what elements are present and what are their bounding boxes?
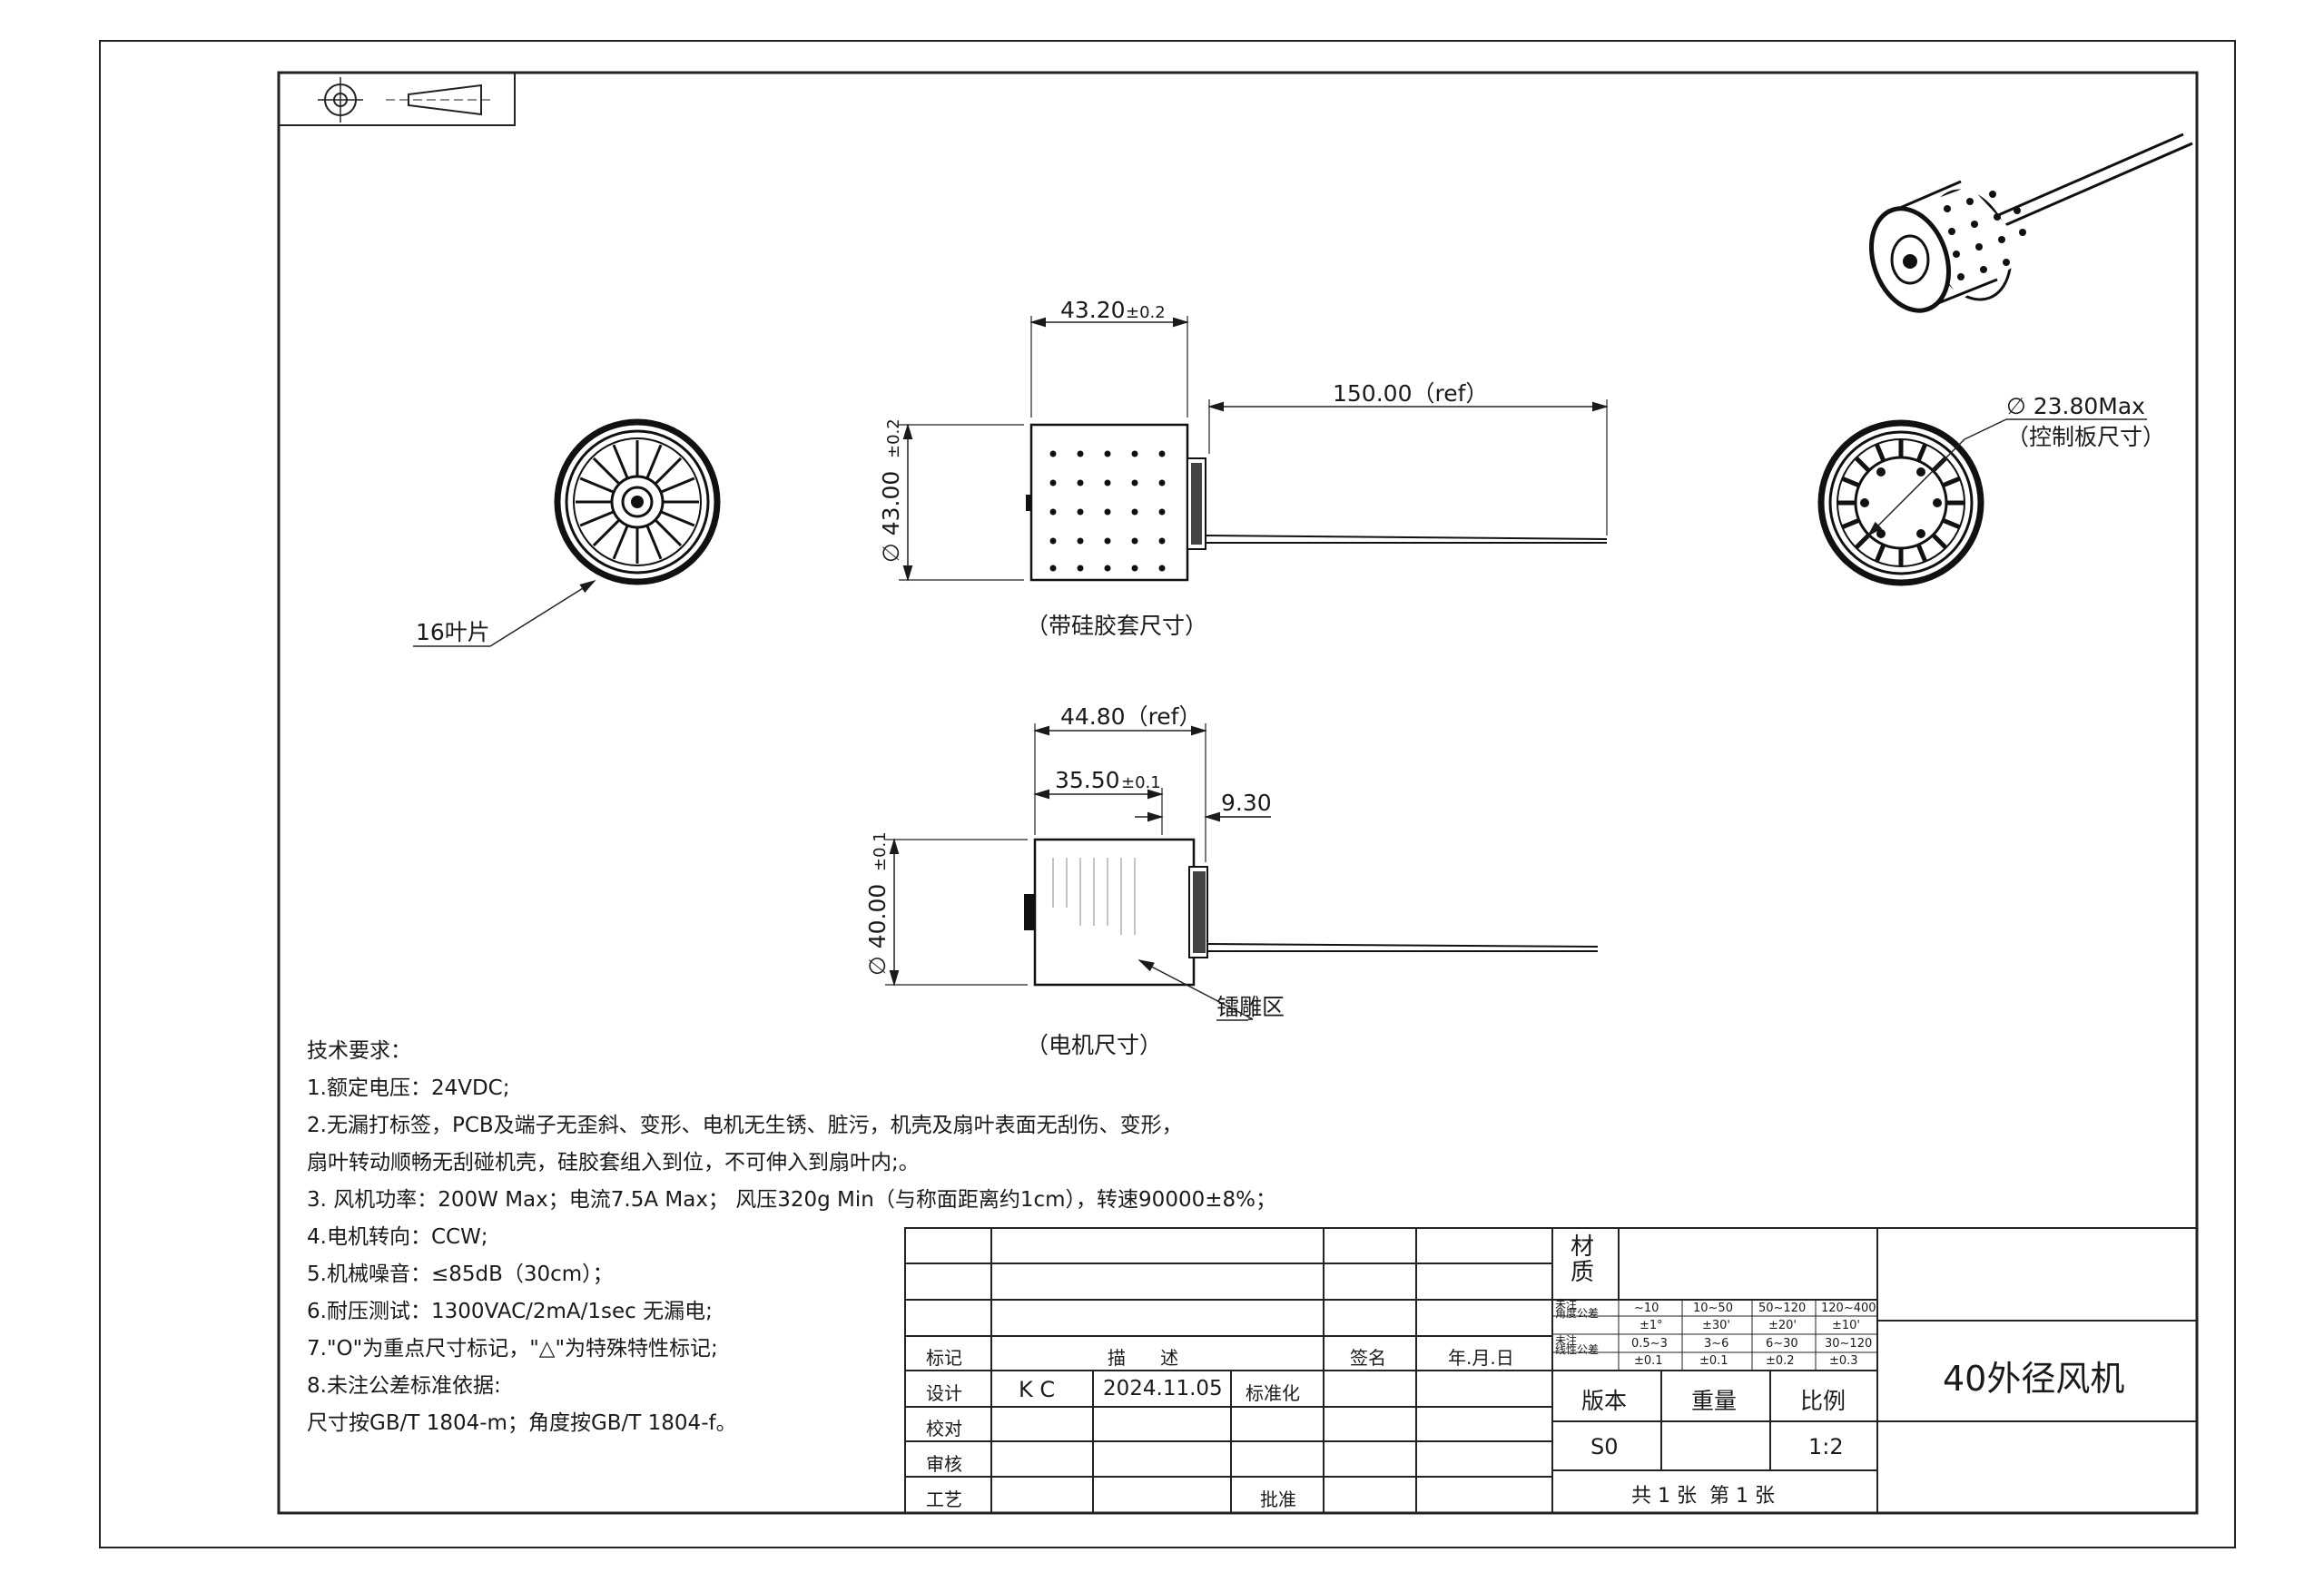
tb-sheet-info: 共 1 张 第 1 张 xyxy=(1631,1485,1775,1508)
dim-pcb-diameter: ∅ 23.80Max xyxy=(2006,393,2145,419)
dim-motor-diameter: ∅ 40.00 xyxy=(864,884,891,976)
requirement-line-8b: 尺寸按GB/T 1804-m；角度按GB/T 1804-f。 xyxy=(307,1411,737,1435)
tb-linear-value-3: ±0.2 xyxy=(1766,1354,1795,1368)
tb-linear-value-4: ±0.3 xyxy=(1829,1354,1858,1368)
requirement-line-5: 5.机械噪音：≤85dB（30cm）； xyxy=(307,1263,614,1286)
tb-mark-label: 标记 xyxy=(926,1347,962,1369)
requirement-line-1: 1.额定电压：24VDC; xyxy=(307,1076,510,1100)
tb-linear-tol-label: 未注 线性公差 xyxy=(1555,1334,1600,1356)
dim-lead-length: 150.00（ref） xyxy=(1333,380,1488,407)
dim-motor-diameter-tol: ±0.1 xyxy=(871,831,890,871)
dim-body-length: 43.20 xyxy=(1060,297,1126,323)
motor-view xyxy=(885,723,1599,1021)
motor-view-caption: （电机尺寸） xyxy=(1026,1032,1162,1058)
blades-label: 16叶片 xyxy=(416,619,490,645)
tb-angle-value-1: ±1° xyxy=(1640,1319,1663,1332)
side-view-silicone xyxy=(899,316,1609,582)
tb-standardization-label: 标准化 xyxy=(1246,1382,1300,1404)
isometric-view xyxy=(1868,133,2193,313)
tb-description-label: 描 述 xyxy=(1108,1347,1179,1369)
rear-view-pcb xyxy=(1817,419,1984,586)
dim-motor-length-tol: ±0.1 xyxy=(1121,773,1161,792)
tb-angle-value-4: ±10' xyxy=(1832,1319,1861,1332)
dim-pcb-offset: 9.30 xyxy=(1221,790,1272,816)
tb-check-label: 校对 xyxy=(926,1418,962,1440)
tb-angle-tol-label: 未注 角度公差 xyxy=(1555,1298,1600,1320)
tb-design-date: 2024.11.05 xyxy=(1103,1377,1223,1400)
tb-process-label: 工艺 xyxy=(926,1489,962,1510)
tb-part-name: 40外径风机 xyxy=(1943,1359,2125,1399)
tb-linear-range-4: 30~120 xyxy=(1825,1337,1873,1351)
outer-frame xyxy=(99,40,2236,1548)
tb-designer: K C xyxy=(1019,1377,1056,1402)
requirement-line-7: 7."O"为重点尺寸标记，"△"为特殊特性标记; xyxy=(307,1337,718,1361)
tb-design-label: 设计 xyxy=(926,1382,962,1404)
silicone-view-caption: （带硅胶套尺寸） xyxy=(1026,613,1207,639)
engraving-label: 镭雕区 xyxy=(1216,994,1285,1020)
tb-scale-label: 比例 xyxy=(1800,1388,1846,1414)
projection-symbol xyxy=(278,72,516,126)
tb-angle-range-2: 10~50 xyxy=(1693,1302,1733,1315)
dim-body-diameter-tol: ±0.2 xyxy=(884,418,903,458)
tb-material-label: 材 质 xyxy=(1571,1233,1595,1286)
tb-linear-value-1: ±0.1 xyxy=(1634,1354,1663,1368)
tb-angle-value-3: ±20' xyxy=(1768,1319,1797,1332)
tb-linear-range-1: 0.5~3 xyxy=(1631,1337,1668,1351)
tb-angle-value-2: ±30' xyxy=(1702,1319,1731,1332)
requirements-title: 技术要求： xyxy=(307,1039,411,1063)
requirement-line-8: 8.未注公差标准依据: xyxy=(307,1374,501,1398)
blades-leader xyxy=(489,580,596,647)
requirement-line-4: 4.电机转向：CCW; xyxy=(307,1225,488,1249)
tb-signature-label: 签名 xyxy=(1350,1347,1386,1369)
tb-linear-value-2: ±0.1 xyxy=(1699,1354,1728,1368)
requirement-line-2b: 扇叶转动顺畅无刮碰机壳，硅胶套组入到位，不可伸入到扇叶内;。 xyxy=(307,1151,920,1174)
dim-body-diameter: ∅ 43.00 xyxy=(878,471,904,563)
requirement-line-3: 3. 风机功率：200W Max；电流7.5A Max； 风压320g Min（… xyxy=(307,1188,1276,1212)
dim-motor-length: 35.50 xyxy=(1055,767,1120,793)
tb-linear-range-3: 6~30 xyxy=(1766,1337,1798,1351)
requirement-line-2: 2.无漏打标签，PCB及端子无歪斜、变形、电机无生锈、脏污，机壳及扇叶表面无刮伤… xyxy=(307,1114,1183,1137)
tb-angle-range-1: ~10 xyxy=(1634,1302,1659,1315)
title-block-grid xyxy=(904,1227,2198,1514)
tb-angle-range-4: 120~400 xyxy=(1821,1302,1876,1315)
dim-body-length-tol: ±0.2 xyxy=(1126,303,1166,322)
tb-version-label: 版本 xyxy=(1581,1388,1628,1414)
tb-angle-range-3: 50~120 xyxy=(1758,1302,1807,1315)
tb-review-label: 审核 xyxy=(926,1453,962,1475)
tb-date-label: 年.月.日 xyxy=(1448,1347,1514,1369)
dim-motor-total-length: 44.80（ref） xyxy=(1060,703,1201,730)
tb-version: S0 xyxy=(1590,1434,1619,1459)
pcb-note: （控制板尺寸） xyxy=(2006,424,2165,450)
tb-scale: 1:2 xyxy=(1808,1434,1844,1459)
tb-weight-label: 重量 xyxy=(1691,1388,1738,1414)
tb-approve-label: 批准 xyxy=(1260,1489,1296,1510)
requirement-line-6: 6.耐压测试：1300VAC/2mA/1sec 无漏电; xyxy=(307,1300,713,1323)
tb-linear-range-2: 3~6 xyxy=(1704,1337,1729,1351)
front-view-impeller xyxy=(554,418,721,585)
